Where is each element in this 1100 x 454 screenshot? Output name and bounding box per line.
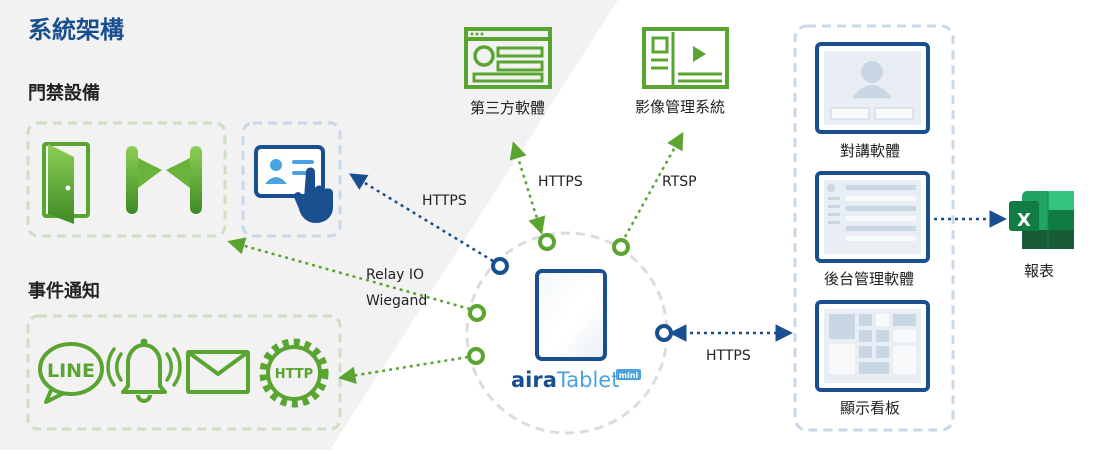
port-access-panel (491, 257, 509, 275)
http-gear-icon (259, 338, 329, 408)
excel-letter: X (1017, 210, 1031, 231)
label-intercom: 對講軟體 (840, 142, 901, 160)
link-third-party (509, 141, 546, 235)
section-access-control: 門禁設備 (28, 83, 100, 104)
backend-screen-icon (815, 171, 930, 263)
touch-panel-icon (254, 145, 333, 223)
protocol-https-third-party: HTTPS (538, 174, 583, 190)
intercom-screen-icon (815, 42, 930, 134)
dashboard-screen-icon (815, 300, 930, 392)
label-backend: 後台管理軟體 (824, 270, 915, 288)
link-access-control (227, 237, 471, 311)
port-video (612, 238, 630, 256)
web-app-icon (464, 27, 552, 89)
excel-icon (1009, 191, 1074, 249)
port-client (655, 324, 673, 342)
access-panel-group (241, 121, 342, 238)
section-event-notify: 事件通知 (28, 281, 100, 302)
protocol-https-access: HTTPS (422, 193, 467, 209)
protocol-relay-io: Relay IO (366, 267, 425, 283)
turnstile-icon (126, 146, 202, 214)
link-access-panel (349, 173, 494, 263)
port-third-party (538, 233, 556, 251)
label-dashboard: 顯示看板 (840, 399, 901, 417)
protocol-https-client: HTTPS (706, 348, 751, 364)
mini-badge (616, 369, 641, 380)
notification-group (26, 314, 342, 431)
label-video-management: 影像管理系統 (635, 98, 726, 116)
brand-tablet: Tablet (556, 368, 620, 392)
port-relay (468, 304, 486, 322)
door-icon (42, 142, 90, 224)
video-player-icon (642, 27, 729, 89)
brand-aira: aira (511, 368, 557, 392)
tablet-device (535, 269, 641, 380)
label-third-party: 第三方軟體 (470, 99, 546, 117)
protocol-wiegand: Wiegand (366, 293, 428, 309)
bell-icon (106, 338, 182, 403)
line-icon-text: LINE (47, 360, 95, 382)
background-panel (0, 0, 618, 450)
link-video-management (623, 131, 684, 238)
client-software-group (793, 24, 955, 432)
line-icon (38, 342, 104, 404)
mail-icon (186, 350, 250, 394)
page-title: 系統架構 (28, 16, 124, 44)
access-control-group (26, 121, 227, 238)
http-icon-text: HTTP (275, 367, 313, 382)
mini-badge-text: mini (619, 371, 639, 380)
label-report: 報表 (1024, 262, 1055, 280)
brand-wordmark: airaTablet (511, 368, 619, 392)
port-notify (467, 347, 485, 365)
protocol-rtsp: RTSP (662, 174, 697, 190)
